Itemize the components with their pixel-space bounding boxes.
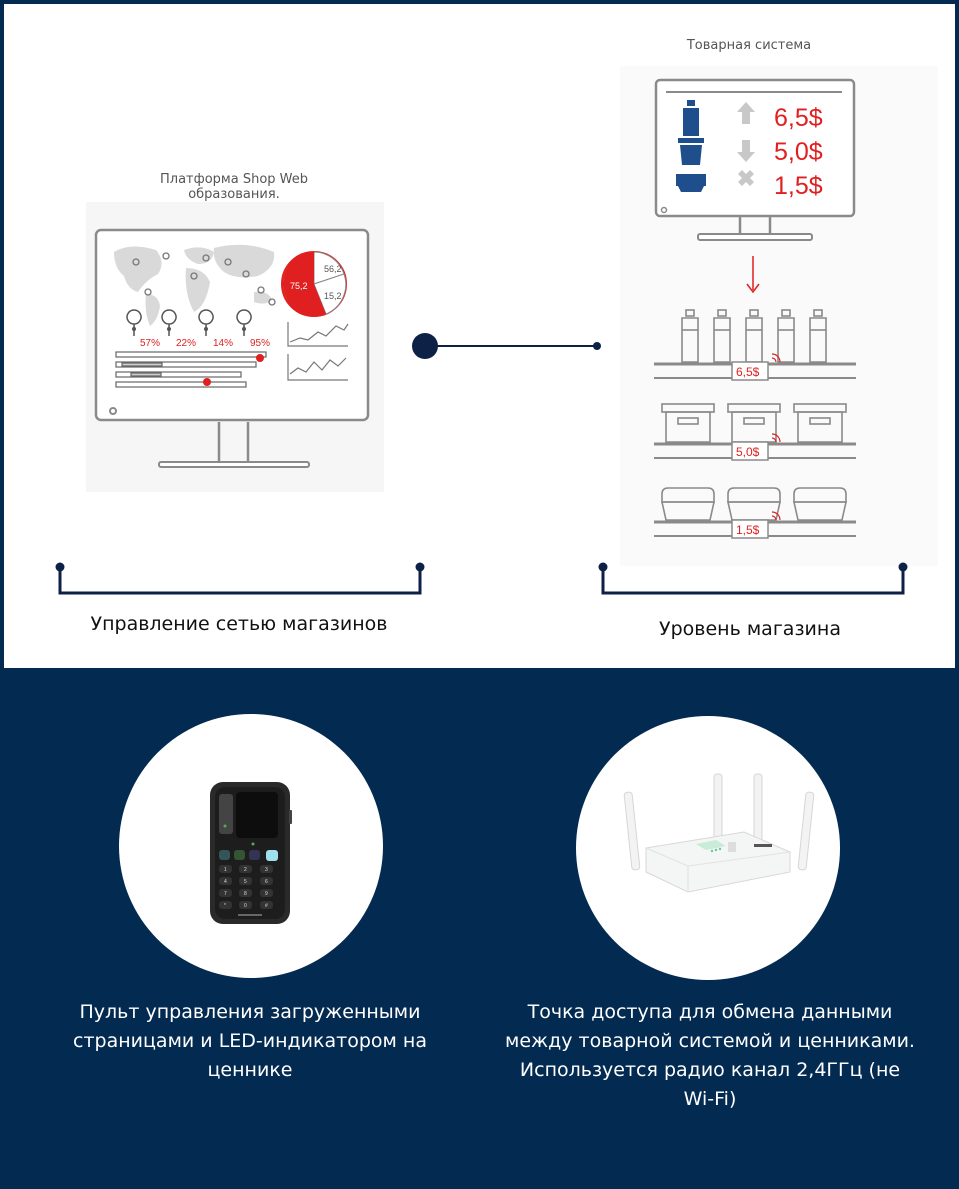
progress-bars [115,351,267,388]
remote-circle: 1 2 3 4 5 6 7 8 9 * 0 # [119,714,383,978]
shelf-tag-3: 1,5$ [731,511,781,539]
product-icons [676,100,706,192]
pin-value-3: 14% [213,338,233,349]
pin-3 [198,309,214,337]
router-leds [710,847,722,853]
devices-panel: 1 2 3 4 5 6 7 8 9 * 0 # [0,668,959,1189]
progress-markers [203,354,264,386]
remote-function-keys [219,850,278,861]
svg-text:5: 5 [244,879,247,885]
bottle-icon [683,100,699,136]
donut-value-1: 56,2 [324,264,342,274]
pin-4 [236,309,252,337]
remote-description-line1: Пульт управления загруженными [79,1001,421,1023]
shelf-tag-price-3: 1,5$ [736,523,760,537]
remote-description-line3: ценнике [207,1059,293,1081]
remote-keypad-labels: 1 2 3 4 5 6 7 8 9 * 0 # [224,867,268,909]
access-point-description: Точка доступа для обмена данными между т… [490,998,930,1114]
world-map [114,244,275,326]
remote-control-image: 1 2 3 4 5 6 7 8 9 * 0 # [210,782,292,924]
connection-line [412,333,601,359]
shelf-tag-2: 5,0$ [731,433,781,461]
svg-text:6: 6 [265,879,268,885]
map-pins [132,252,276,306]
pin-value-4: 95% [250,338,270,349]
store-bracket [598,562,908,595]
donut-value-2: 75,2 [290,281,308,291]
svg-text:8: 8 [244,891,247,897]
monitor-stand [217,422,250,462]
dashboard-monitor-illustration: 56,2 75,2 15,2 57% 22% 14% 95% [86,202,384,492]
svg-text:7: 7 [224,891,227,897]
pin-value-2: 22% [176,338,196,349]
shelf-tag-1: 6,5$ [731,353,781,381]
system-caption: Товарная система [686,38,812,53]
svg-text:4: 4 [224,879,227,885]
remote-logo [238,914,262,916]
price-3: 1,5$ [774,172,823,200]
arrow-up-icon [737,102,755,124]
egg-carton-icon [676,174,706,192]
access-point-description-line3: Используется радио канал 2,4ГГц (не [519,1059,901,1081]
router-status-panel [696,840,726,850]
red-arrow-icon [746,256,760,294]
signal-icon [771,511,781,521]
platform-caption-line1: Платформа Shop Web [159,172,309,187]
monitor-power-icon [109,407,117,415]
mini-line-charts [287,322,349,381]
signal-icon [771,353,781,363]
network-level-label: Управление сетью магазинов [90,613,388,635]
box-icon [678,138,704,165]
signal-icon [771,433,781,443]
router-logo [754,844,772,847]
svg-text:*: * [224,903,226,909]
donut-value-3: 15,2 [324,291,342,301]
svg-text:0: 0 [244,903,247,909]
remote-description: Пульт управления загруженными страницами… [50,998,450,1085]
access-point-circle [576,716,840,980]
diagram-panel: Платформа Shop Web образования. [4,4,955,668]
shelf-tag-price-2: 5,0$ [736,445,760,459]
pin-2 [161,309,177,337]
access-point-description-line1: Точка доступа для обмена данными [527,1001,893,1023]
network-bracket [55,562,425,595]
svg-text:3: 3 [265,867,268,873]
arrow-down-icon [737,140,755,162]
cross-icon [738,170,754,186]
connector-end-dot [593,342,601,350]
store-illustration: 6,5$ 5,0$ 1,5$ 6,5$ [620,66,938,566]
monitor-base [158,461,310,468]
access-point-description-line2: между товарной системой и ценниками. [505,1030,915,1052]
remote-keypad [219,865,273,909]
pin-value-1: 57% [140,338,160,349]
svg-text:2: 2 [244,867,247,873]
svg-text:9: 9 [265,891,268,897]
platform-caption: Платформа Shop Web образования. [144,172,324,202]
remote-screen [236,792,278,838]
access-point-image [623,773,815,893]
svg-text:#: # [265,903,268,909]
percentage-pins: 57% 22% 14% 95% [126,309,270,349]
pin-1 [126,309,142,337]
router-vent [728,842,736,852]
price-1: 6,5$ [774,104,823,132]
trend-icons [737,102,755,186]
shelf-tag-price-1: 6,5$ [736,365,760,379]
donut-chart: 56,2 75,2 15,2 [281,251,347,317]
access-point-description-line4: Wi-Fi) [683,1088,737,1110]
svg-text:1: 1 [224,867,227,873]
platform-caption-line2: образования. [188,187,280,202]
price-2: 5,0$ [774,138,823,166]
remote-description-line2: страницами и LED-индикатором на [73,1030,427,1052]
store-level-label: Уровень магазина [659,618,841,640]
